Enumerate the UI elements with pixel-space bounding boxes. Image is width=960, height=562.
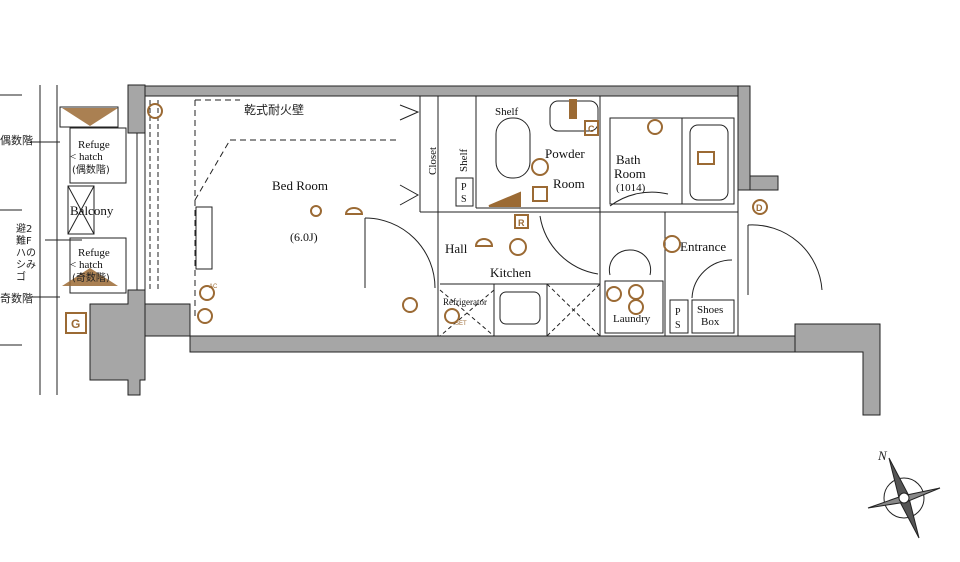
odd-floor-label: 奇数階 (0, 291, 33, 305)
shelf-closet-label: Shelf (458, 148, 470, 172)
bath-label: Bath (616, 152, 641, 167)
ac-symbol: AC (209, 284, 218, 290)
refuge1-line1: Refuge (78, 139, 110, 151)
entrance-label: Entrance (680, 239, 726, 254)
r-symbol: R (518, 218, 525, 228)
refuge1-line2: < hatch (70, 151, 103, 163)
interior-walls (0, 85, 823, 395)
refuge2-line1: Refuge (78, 247, 110, 259)
ps2-label-b: S (675, 320, 681, 331)
compass-rose (867, 457, 941, 539)
ladder-label-1: 避2 (16, 222, 32, 235)
refuge2-line2: < hatch (70, 259, 103, 271)
refuge1-line3: (偶数階) (72, 163, 110, 176)
ladder-label-3: ハの (16, 248, 36, 259)
fire-wall-label: 乾式耐火壁 (244, 102, 304, 117)
closet-label: Closet (427, 147, 439, 175)
refuge2-line3: (奇数階) (72, 271, 110, 284)
shelf-label: Shelf (495, 106, 519, 118)
ps2-label: P (675, 307, 681, 318)
laundry-label: Laundry (613, 313, 651, 325)
d-symbol: D (756, 203, 763, 213)
powder-room-label: Room (553, 176, 585, 191)
bath-room-label: Room (614, 166, 646, 181)
refrigerator-label: Refrigerator (443, 297, 487, 307)
c-symbol: C (588, 124, 595, 134)
ladder-label-5: ゴ (16, 270, 26, 283)
g-symbol: G (71, 317, 80, 331)
ps-label: P (461, 182, 467, 193)
balcony-label: Balcony (70, 203, 114, 218)
even-floor-label: 偶数階 (0, 133, 33, 147)
fixtures (65, 99, 768, 334)
kitchen-label: Kitchen (490, 265, 532, 280)
bath-size-label: (1014) (616, 182, 646, 194)
shoes-box-label: Box (701, 316, 720, 328)
ladder-label-4: シみ (16, 260, 36, 271)
hall-label: Hall (445, 241, 468, 256)
bed-room-label: Bed Room (272, 178, 328, 193)
powder-label: Powder (545, 146, 585, 161)
ladder-label-2: 難F (16, 234, 32, 247)
shoes-label: Shoes (697, 304, 723, 316)
ps-label-b: S (461, 194, 467, 205)
walls (89, 84, 881, 416)
bed-room-size: (6.0J) (290, 230, 318, 244)
set-symbol: SET (455, 321, 467, 327)
compass-north-label: N (877, 448, 888, 463)
